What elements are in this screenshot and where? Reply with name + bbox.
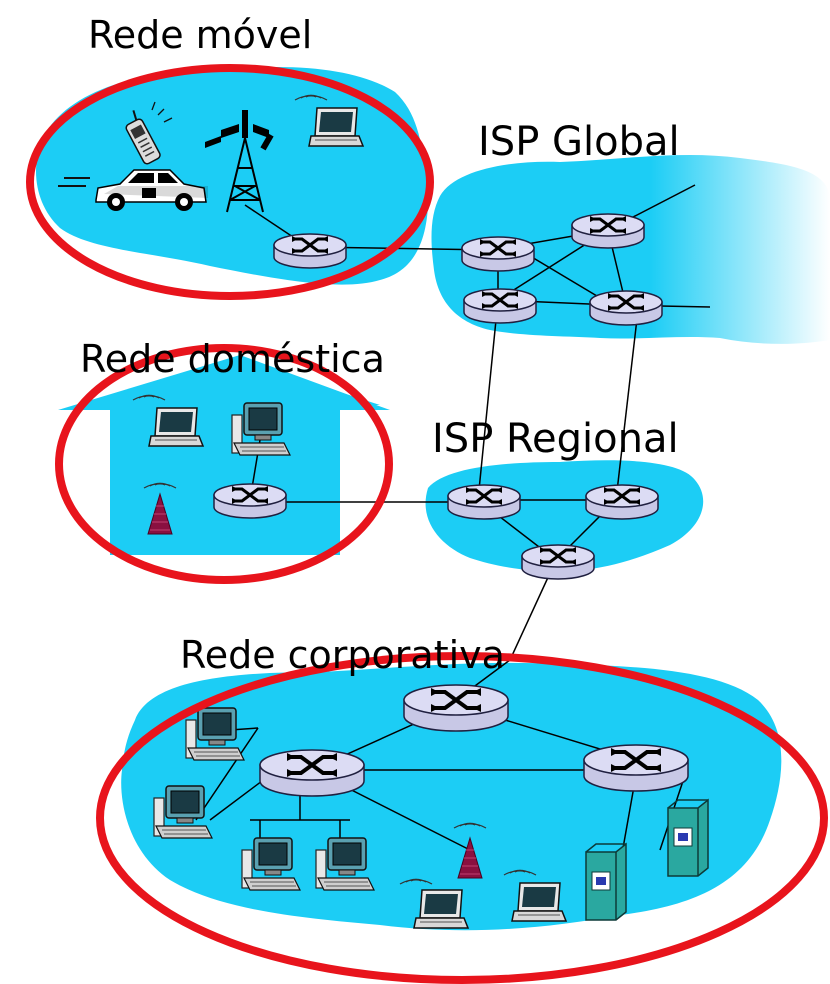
- mobile-network-label: Rede móvel: [88, 13, 312, 57]
- home-network-highlight-ring: [55, 344, 393, 584]
- global-router-1-icon: [460, 235, 536, 273]
- global-router-2-icon: [570, 212, 646, 250]
- home-network-label: Rede doméstica: [80, 337, 385, 381]
- phone-signal-icon: [151, 101, 173, 123]
- home-router-icon: [212, 482, 288, 520]
- enterprise-server-2-icon: [667, 799, 709, 877]
- enterprise-server-1-icon: [585, 843, 627, 921]
- global-router-3-icon: [462, 287, 538, 325]
- regional-isp-label: ISP Regional: [432, 416, 679, 462]
- enterprise-router-3-icon: [582, 743, 690, 793]
- car-motion-lines: [58, 177, 90, 187]
- cell-tower-icon: [205, 110, 274, 213]
- mobile-network-highlight-ring: [26, 64, 434, 300]
- global-isp-label: ISP Global: [478, 119, 680, 165]
- global-router-4-icon: [588, 289, 664, 327]
- enterprise-router-1-icon: [402, 683, 510, 733]
- mobile-router-icon: [272, 232, 348, 270]
- enterprise-network-highlight-ring: [96, 652, 828, 984]
- mobile-phone-icon: [125, 110, 161, 165]
- regional-router-3-icon: [520, 543, 596, 581]
- regional-router-1-icon: [446, 483, 522, 521]
- enterprise-router-2-icon: [258, 748, 366, 798]
- car-icon: [95, 169, 208, 211]
- enterprise-network-label: Rede corporativa: [180, 633, 505, 677]
- regional-router-2-icon: [584, 483, 660, 521]
